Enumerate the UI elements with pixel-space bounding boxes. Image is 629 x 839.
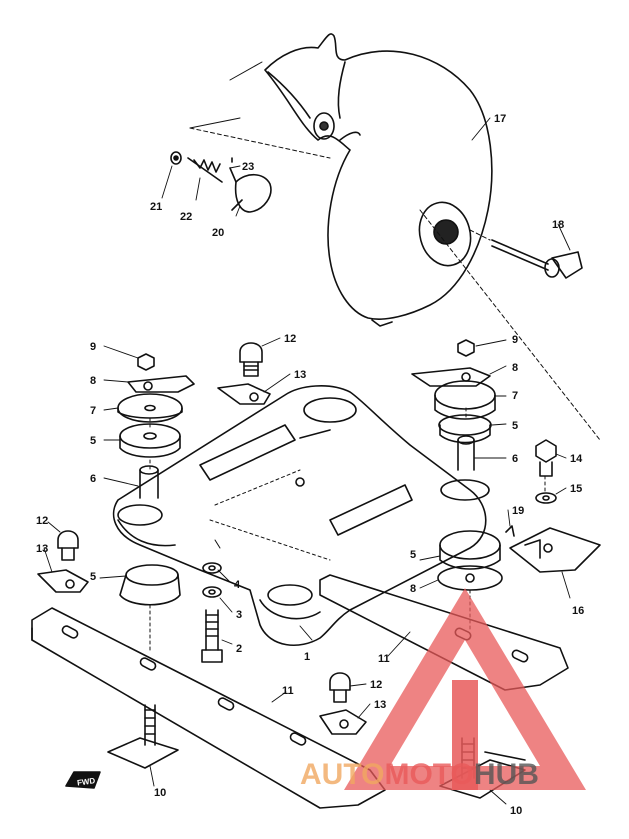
label-10-left: 10	[154, 787, 166, 799]
stud-10-left	[107, 704, 179, 769]
label-6-right: 6	[512, 453, 518, 465]
label-9-right: 9	[512, 334, 518, 346]
label-6-left: 6	[90, 473, 96, 485]
label-15: 15	[570, 483, 582, 495]
watermark-moto: MOTO	[384, 758, 473, 791]
label-18: 18	[552, 219, 564, 231]
watermark: AUTOMOTOHUB	[300, 588, 586, 791]
label-13-top: 13	[294, 369, 306, 381]
label-12-lower: 12	[370, 679, 382, 691]
label-14: 14	[570, 453, 583, 465]
plate-left	[31, 604, 386, 809]
label-7-left: 7	[90, 405, 96, 417]
label-10-right: 10	[510, 805, 522, 817]
label-12-left: 12	[36, 515, 48, 527]
label-17: 17	[494, 113, 506, 125]
label-1: 1	[304, 651, 310, 663]
label-3: 3	[236, 609, 242, 621]
label-5-topright: 5	[512, 420, 518, 432]
label-8-left: 8	[90, 375, 96, 387]
svg-text:AUTOMOTOHUB: AUTOMOTOHUB	[300, 758, 539, 791]
right-mount-stack	[411, 339, 496, 471]
lower-right-mount	[437, 530, 503, 591]
bolt-12-top	[217, 342, 271, 405]
label-11-left: 11	[282, 685, 294, 697]
label-16: 16	[572, 605, 584, 617]
left-mount-stack	[117, 353, 195, 499]
fwd-marker	[65, 771, 101, 789]
label-9-left: 9	[90, 341, 96, 353]
bolt-2-stack	[201, 562, 223, 663]
label-11-right: 11	[378, 653, 390, 665]
label-13-left: 13	[36, 543, 48, 555]
fan-housing	[189, 33, 601, 441]
label-13-lower: 13	[374, 699, 386, 711]
watermark-hub: HUB	[474, 758, 539, 791]
watermark-logo-triangle	[344, 588, 586, 790]
bolt-18	[491, 239, 583, 279]
label-23: 23	[242, 161, 254, 173]
label-20: 20	[212, 227, 224, 239]
fwd-text: FWD	[76, 776, 96, 787]
main-frame	[112, 385, 490, 646]
label-5-lowright: 5	[410, 549, 416, 561]
label-5-topleft: 5	[90, 435, 96, 447]
label-5-lowleft: 5	[90, 571, 96, 583]
part-labels: 1 2 3 4 5 5 5 5 6 6 7 7 8 8 8 9 9 10 10 …	[36, 113, 584, 817]
lower-left-mount	[37, 530, 221, 606]
label-4: 4	[234, 579, 241, 591]
bolt-12-lower	[319, 672, 367, 735]
label-21: 21	[150, 201, 162, 213]
label-8-right: 8	[512, 362, 518, 374]
leader-lines	[43, 117, 571, 805]
spring-knob-assembly	[170, 151, 272, 213]
bracket-assembly	[505, 439, 601, 573]
label-8-lower: 8	[410, 583, 416, 595]
label-2: 2	[236, 643, 242, 655]
label-12-top: 12	[284, 333, 296, 345]
label-7-right: 7	[512, 390, 518, 402]
watermark-auto: AUTO	[300, 758, 384, 791]
label-19: 19	[512, 505, 524, 517]
label-22: 22	[180, 211, 192, 223]
